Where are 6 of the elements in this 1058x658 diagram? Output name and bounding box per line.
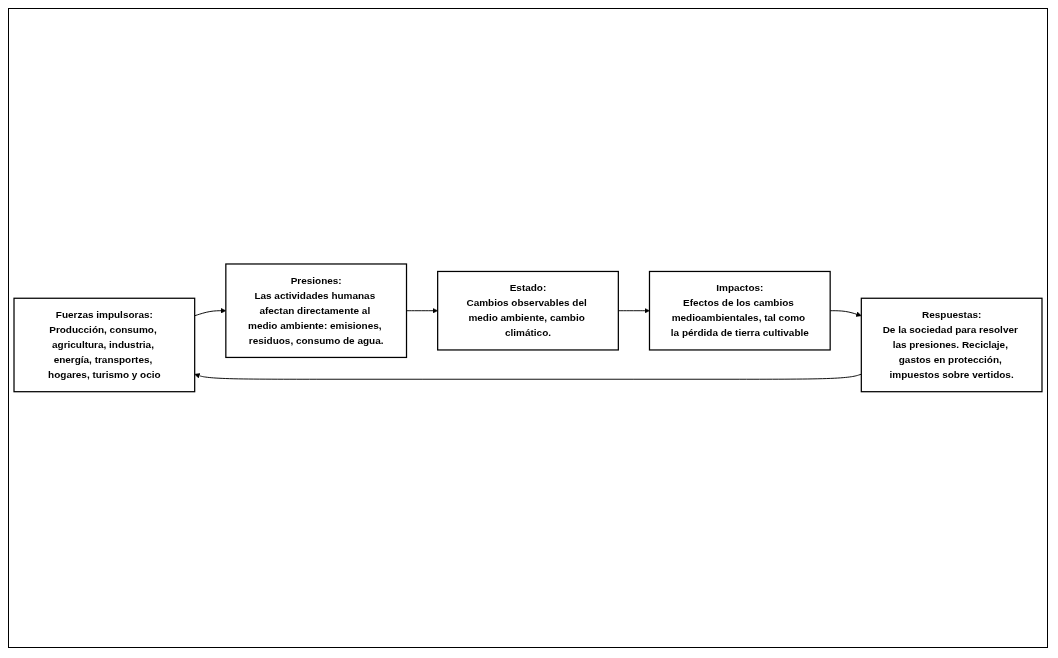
node-box xyxy=(13,297,196,393)
node-box xyxy=(860,297,1043,393)
node-box xyxy=(648,271,831,351)
node-box xyxy=(437,271,619,351)
diagram-frame: Fuerzas impulsoras: Producción, consumo, agricultura, industria, energía, transportes, hogares, turismo y ocio Respuestas: De la sociedad para resolver las presiones. Reciclaje, gastos en protección, impuestos sobre vertidos. Presiones: Las actividades humanas afectan directamente al medio ambiente: emisiones, residuos, consumo de agua. Impactos: Efectos de los cambios medioambientales, tal como la pérdida de tierra cultivable Estado: Cambios observables del medio ambiente, cambio climático. xyxy=(8,8,1048,648)
node-box xyxy=(225,263,408,359)
